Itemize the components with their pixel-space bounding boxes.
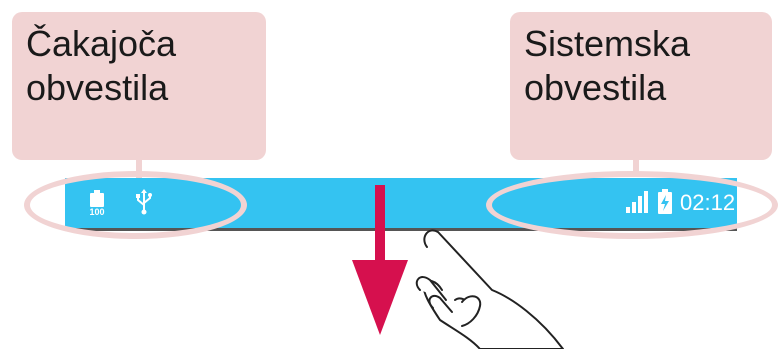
svg-text:100: 100 [89, 207, 104, 216]
signal-strength-icon [626, 191, 650, 218]
system-callout-leader [633, 160, 639, 176]
pending-callout-line1: Čakajoča [26, 23, 177, 64]
charging-battery-icon [657, 189, 673, 220]
status-bar-clock: 02:12 [680, 190, 736, 215]
usb-icon [135, 189, 153, 220]
status-bar[interactable]: 100 02:12 [65, 178, 737, 228]
system-callout-line2: obvestila [524, 67, 667, 108]
system-callout-line1: Sistemska [524, 23, 691, 64]
system-notifications-callout: Sistemska obvestila [510, 12, 772, 160]
swipe-hand-gesture-icon [415, 229, 564, 349]
pending-callout-line2: obvestila [26, 67, 169, 108]
full-battery-notification-icon: 100 [86, 190, 108, 221]
swipe-down-arrow-icon [352, 185, 408, 335]
pending-notifications-callout: Čakajoča obvestila [12, 12, 266, 160]
pending-callout-leader [136, 160, 142, 180]
